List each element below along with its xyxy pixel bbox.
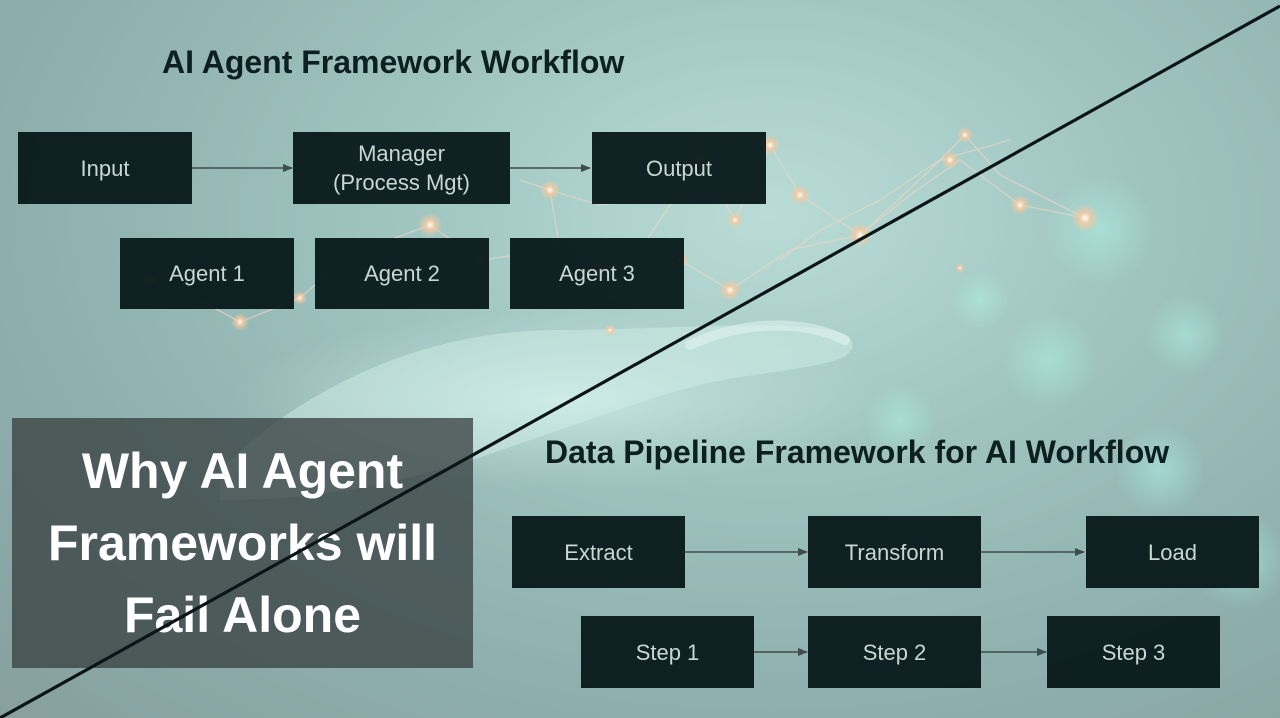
input-box: Input: [18, 132, 192, 204]
headline-line-3: Fail Alone: [123, 587, 362, 643]
headline-line-2: Frameworks will: [47, 515, 438, 571]
step-label: Step 2: [862, 639, 927, 665]
stage-label: Transform: [844, 539, 945, 565]
agent-box-2: Agent 2: [315, 238, 489, 309]
manager-box: Manager (Process Mgt): [293, 132, 510, 204]
transform-box: Transform: [808, 516, 981, 588]
stage-label: Load: [1148, 539, 1197, 565]
manager-label: Manager: [358, 141, 445, 166]
load-box: Load: [1086, 516, 1259, 588]
headline-callout: Why AI Agent Frameworks will Fail Alone: [12, 418, 473, 668]
output-box: Output: [592, 132, 766, 204]
step-box-1: Step 1: [581, 616, 754, 688]
pipeline-title: Data Pipeline Framework for AI Workflow: [545, 434, 1170, 470]
headline-line-1: Why AI Agent: [81, 443, 404, 499]
workflow-title: AI Agent Framework Workflow: [162, 44, 625, 80]
extract-box: Extract: [512, 516, 685, 588]
input-label: Input: [80, 155, 130, 181]
step-label: Step 3: [1101, 639, 1166, 665]
step-box-2: Step 2: [808, 616, 981, 688]
agent-box-1: Agent 1: [120, 238, 294, 309]
agent-box-3: Agent 3: [510, 238, 684, 309]
agent-label: Agent 2: [364, 261, 440, 286]
agent-label: Agent 1: [169, 261, 245, 286]
step-box-3: Step 3: [1047, 616, 1220, 688]
headline-text: Why AI Agent Frameworks will Fail Alone: [48, 435, 437, 651]
step-label: Step 1: [635, 639, 700, 665]
manager-sublabel: (Process Mgt): [333, 170, 470, 195]
agent-label: Agent 3: [559, 261, 635, 286]
stage-label: Extract: [564, 539, 633, 565]
output-label: Output: [645, 155, 713, 181]
